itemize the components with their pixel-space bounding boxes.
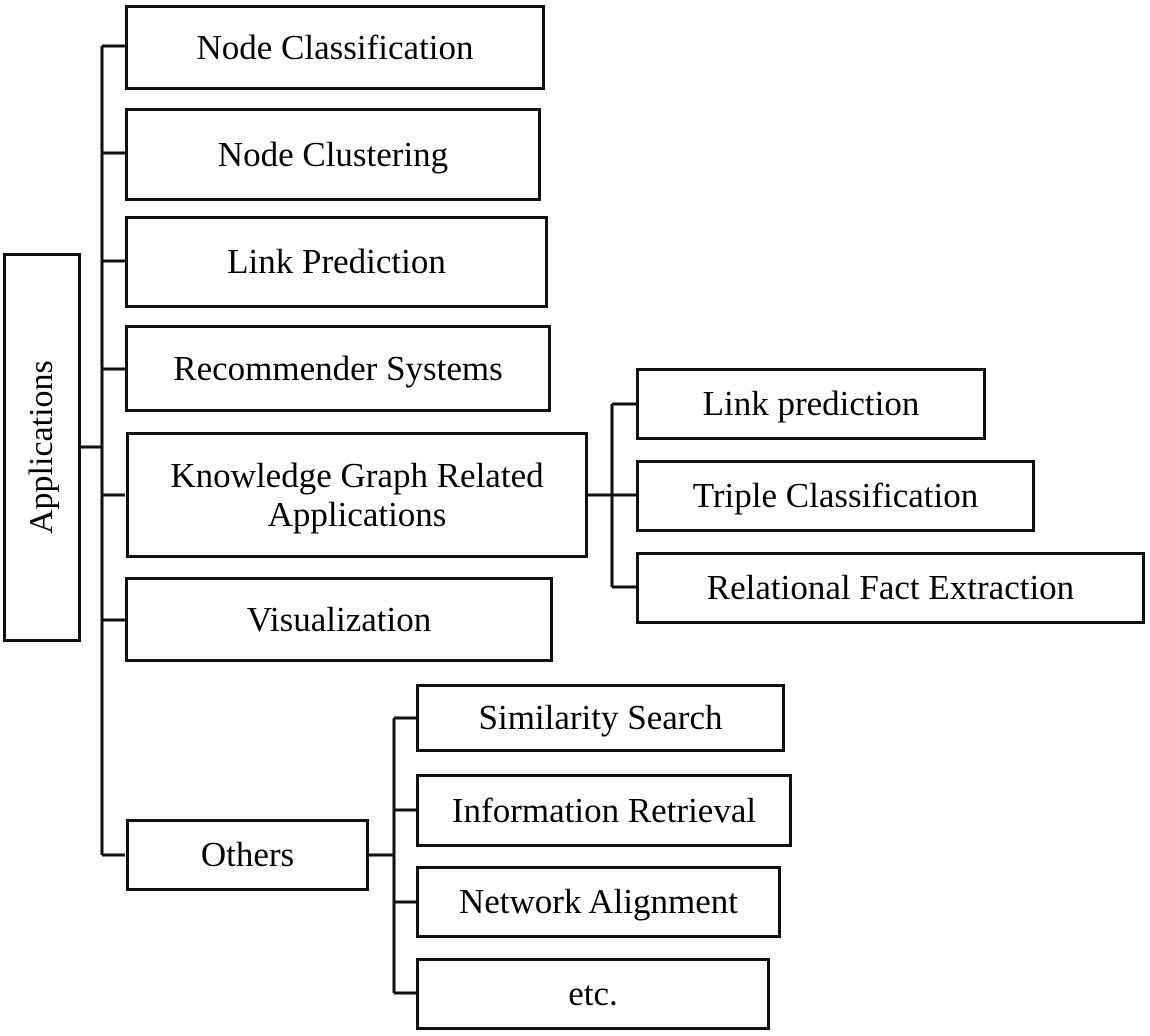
node-node-clustering-label: Node Clustering <box>217 134 449 174</box>
node-node-clustering[interactable]: Node Clustering <box>125 108 541 201</box>
node-others-similarity-search[interactable]: Similarity Search <box>416 684 785 752</box>
node-others-network-alignment-label: Network Alignment <box>459 882 738 922</box>
node-recommender-systems[interactable]: Recommender Systems <box>125 325 551 412</box>
node-others-information-retrieval-label: Information Retrieval <box>451 790 757 830</box>
node-link-prediction-label: Link Prediction <box>227 242 446 282</box>
node-kg-relational-fact-extraction-label: Relational Fact Extraction <box>706 568 1075 608</box>
node-others-network-alignment[interactable]: Network Alignment <box>416 866 781 938</box>
node-knowledge-graph-related-applications-label: Knowledge Graph Related Applications <box>170 455 544 534</box>
node-kg-link-prediction[interactable]: Link prediction <box>636 368 986 440</box>
node-knowledge-graph-related-applications[interactable]: Knowledge Graph Related Applications <box>126 432 588 558</box>
node-others[interactable]: Others <box>126 819 369 891</box>
node-kg-triple-classification[interactable]: Triple Classification <box>636 460 1035 532</box>
node-kg-link-prediction-label: Link prediction <box>702 384 920 424</box>
node-others-etc[interactable]: etc. <box>416 958 770 1030</box>
node-recommender-systems-label: Recommender Systems <box>173 348 503 388</box>
node-visualization[interactable]: Visualization <box>125 577 553 662</box>
node-kg-relational-fact-extraction[interactable]: Relational Fact Extraction <box>636 552 1145 624</box>
node-kg-triple-classification-label: Triple Classification <box>692 476 979 516</box>
node-link-prediction[interactable]: Link Prediction <box>125 216 548 308</box>
node-applications-root[interactable]: Applications <box>3 253 81 642</box>
node-visualization-label: Visualization <box>246 599 432 639</box>
node-node-classification-label: Node Classification <box>196 27 474 67</box>
node-others-etc-label: etc. <box>568 974 618 1014</box>
node-others-similarity-search-label: Similarity Search <box>478 698 723 738</box>
node-applications-root-label: Applications <box>22 360 60 535</box>
node-node-classification[interactable]: Node Classification <box>125 5 545 90</box>
node-others-label: Others <box>200 835 295 875</box>
node-others-information-retrieval[interactable]: Information Retrieval <box>416 774 792 847</box>
